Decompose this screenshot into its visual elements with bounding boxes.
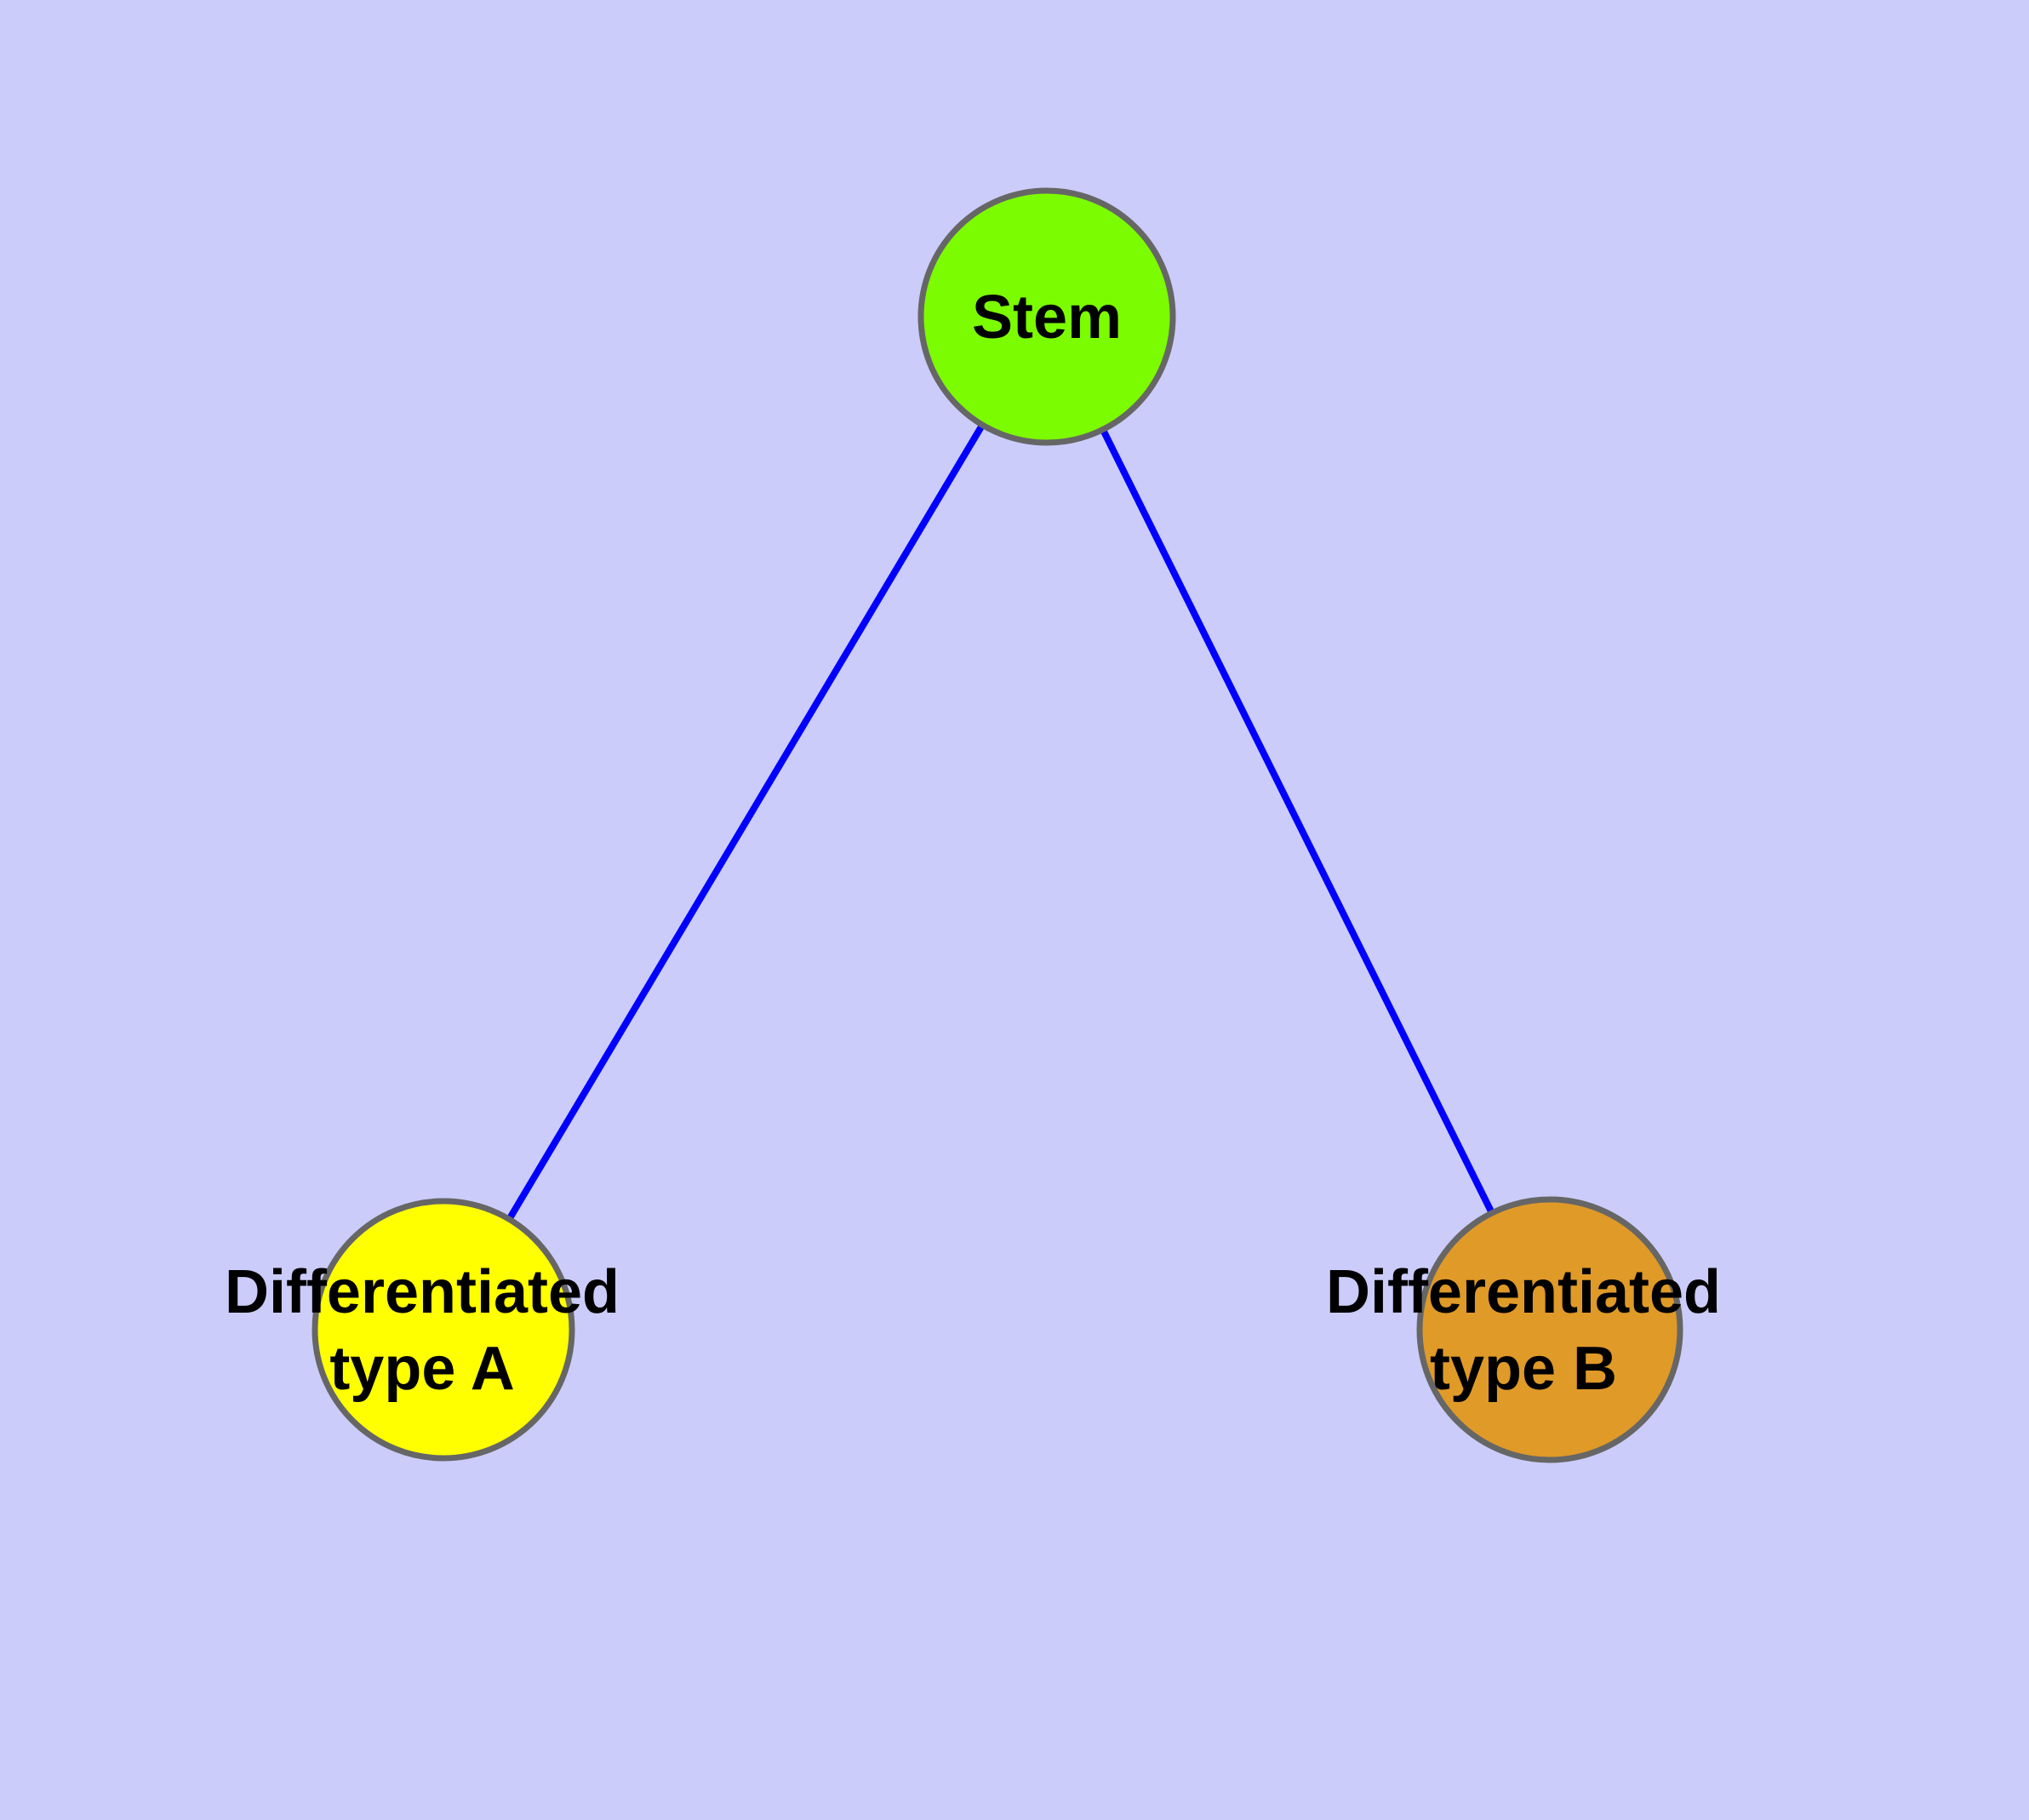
node-label-line: Stem <box>972 283 1122 352</box>
edge-stem-to-diff-a <box>501 415 990 1228</box>
edge-stem-to-diff-b <box>1095 420 1499 1222</box>
node-label-stem: Stem <box>972 283 1122 352</box>
node-label-line: type A <box>329 1335 514 1403</box>
node-label-diff-b: Differentiated type B <box>1326 1258 1721 1403</box>
node-stem[interactable] <box>917 187 1176 446</box>
node-diff-b[interactable] <box>1416 1196 1683 1463</box>
node-label-line: Differentiated <box>225 1258 620 1326</box>
node-label-line: Differentiated <box>1326 1258 1721 1326</box>
nodes-layer <box>311 187 1683 1463</box>
edges-layer <box>501 415 1499 1228</box>
node-label-diff-a: Differentiated type A <box>225 1258 620 1403</box>
node-diff-a[interactable] <box>311 1198 575 1462</box>
node-label-line: type B <box>1430 1335 1617 1403</box>
